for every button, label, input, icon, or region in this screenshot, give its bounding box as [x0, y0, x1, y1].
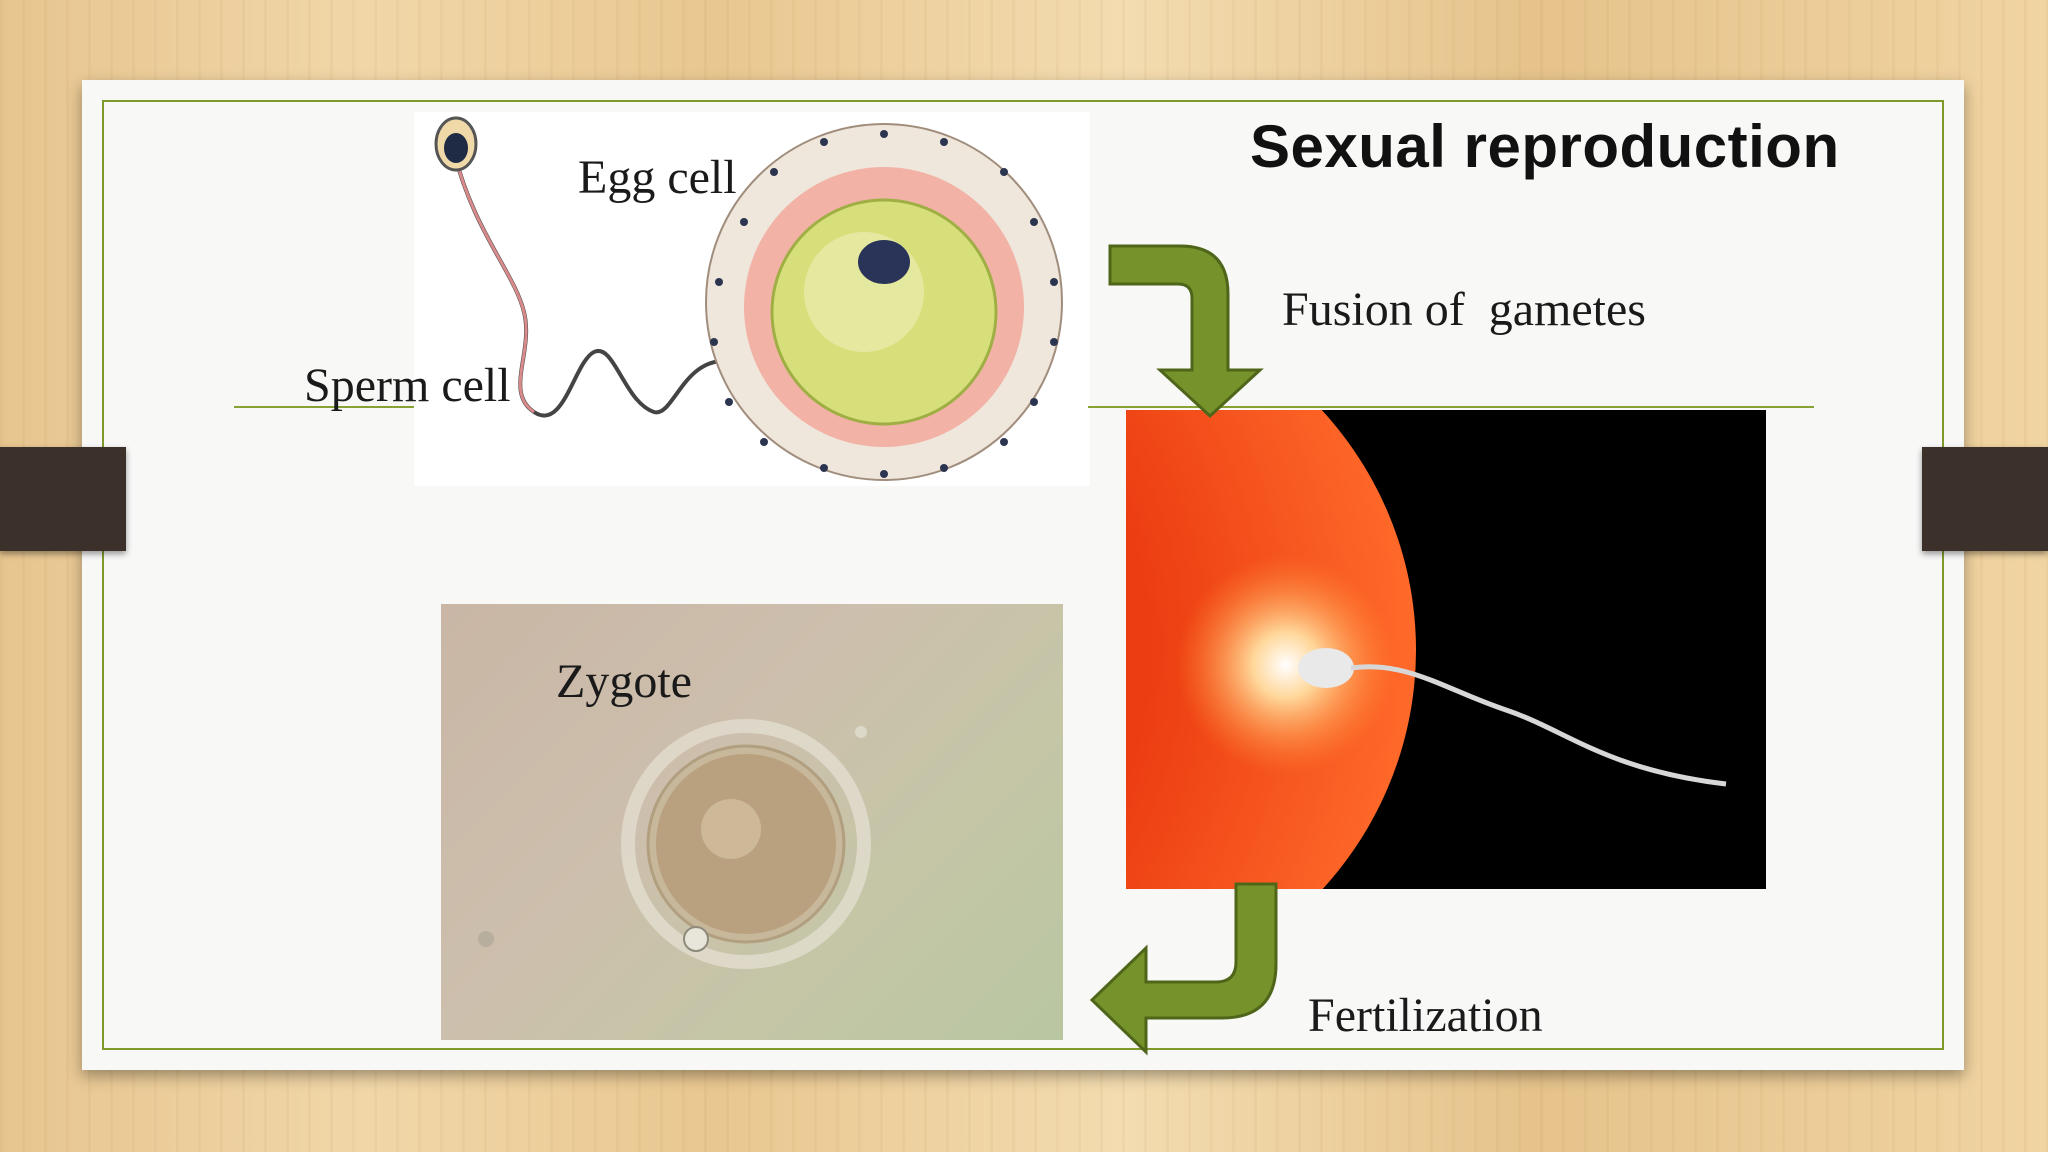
sperm-cell-label: Sperm cell: [304, 359, 511, 412]
binder-clip-left: [0, 447, 126, 551]
arrow-left-icon: [1089, 882, 1278, 1056]
fertilization-photo: [1126, 410, 1766, 889]
underline-left: [234, 406, 414, 408]
arrow-down-icon: [1108, 244, 1264, 419]
egg-cell-label: Egg cell: [578, 151, 737, 204]
slide-border: [102, 100, 1944, 1050]
gametes-illustration: [414, 112, 1090, 486]
fertilization-label: Fertilization: [1308, 989, 1543, 1042]
binder-clip-right: [1922, 447, 2048, 551]
fusion-label: Fusion of gametes: [1282, 283, 1646, 336]
underline-right: [1088, 406, 1814, 408]
zygote-label: Zygote: [556, 655, 692, 708]
zygote-photo: [441, 604, 1063, 1040]
slide-title: Sexual reproduction: [1250, 113, 1840, 180]
